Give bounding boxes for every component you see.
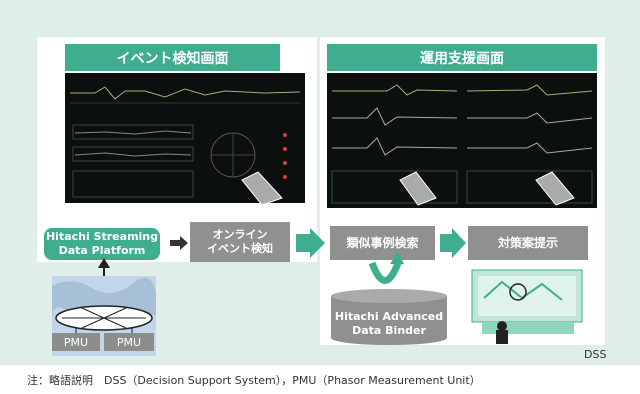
arrow-to-proposal — [440, 228, 466, 258]
event-detection-header: イベント検知画面 — [65, 44, 280, 71]
pmu-map-graphics — [52, 277, 156, 338]
search-loop-arrow — [368, 261, 402, 284]
search-callout — [399, 171, 437, 206]
dss-operator-illustration — [471, 269, 583, 344]
detection-callout — [241, 171, 283, 206]
similar-case-search-box: 類似事例検索 — [330, 226, 435, 260]
footnote: 注：略語説明 DSS（Decision Support System），PMU（… — [27, 374, 481, 387]
pmu-box-2: PMU — [104, 333, 154, 351]
operation-support-screen-graphics — [331, 84, 593, 204]
pmu-box-1: PMU — [52, 333, 100, 351]
arrow-to-search — [296, 228, 325, 258]
streaming-platform-box: Hitachi Streaming Data Platform — [42, 226, 162, 262]
online-event-detection-box: オンライン イベント検知 — [190, 222, 290, 262]
countermeasure-proposal-box: 対策案提示 — [468, 226, 588, 260]
data-binder-label: Hitachi Advanced Data Binder — [334, 310, 444, 337]
operation-support-header: 運用支援画面 — [327, 44, 597, 71]
data-binder-cylinder — [331, 289, 447, 345]
search-loop-arrowhead — [390, 252, 404, 264]
dss-label: DSS — [584, 348, 607, 361]
pmu-link-arrowhead — [98, 258, 110, 268]
proposal-callout — [535, 171, 575, 206]
arrow-to-detection — [170, 236, 188, 250]
event-detection-screen-graphics — [70, 86, 301, 198]
